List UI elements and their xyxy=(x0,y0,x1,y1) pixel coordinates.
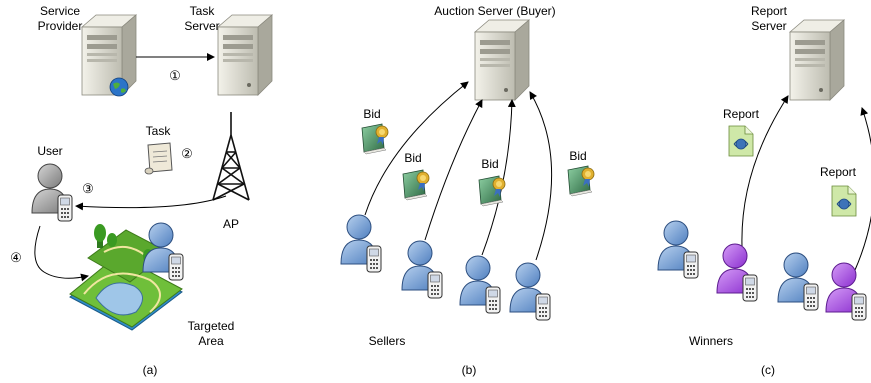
caption-b: (b) xyxy=(462,363,477,377)
arrow-ap-to-user xyxy=(75,195,227,211)
task-server-icon xyxy=(217,14,273,96)
bid-arrow-1 xyxy=(364,81,469,216)
report-label-2: Report xyxy=(820,165,857,179)
seller-icon-4 xyxy=(510,263,550,320)
arrow-user-to-area xyxy=(34,225,89,282)
bid-label-1: Bid xyxy=(363,107,380,121)
report-icon-2 xyxy=(831,185,857,217)
caption-c: (c) xyxy=(761,363,775,377)
report-arrow-1 xyxy=(741,95,789,247)
bid-label-4: Bid xyxy=(569,149,586,163)
bid-icon-1 xyxy=(361,123,389,155)
panel-a: Service Provider Task Server ① AP xyxy=(10,4,273,377)
bid-arrow-2 xyxy=(424,99,483,241)
report-server-label-line2: Server xyxy=(751,19,786,33)
bid-label-2: Bid xyxy=(404,151,421,165)
globe-icon xyxy=(109,77,129,97)
targeted-area-label: Targeted xyxy=(188,319,235,333)
step-4-label: ④ xyxy=(10,250,22,265)
report-label-1: Report xyxy=(723,107,760,121)
bid-icon-2 xyxy=(402,169,430,201)
service-provider-label: Service xyxy=(40,4,80,18)
report-server-label: Report xyxy=(751,4,788,18)
panel-c: Report Server Report Report Winners (c) xyxy=(658,4,871,377)
seller-icon-3 xyxy=(460,256,500,313)
bid-arrow-3 xyxy=(481,99,516,256)
bid-label-3: Bid xyxy=(481,157,498,171)
user-label: User xyxy=(37,144,62,158)
ap-label: AP xyxy=(223,217,239,231)
sellers-label: Sellers xyxy=(369,334,406,348)
seller-icon-2 xyxy=(402,241,442,298)
auction-server-label: Auction Server (Buyer) xyxy=(434,4,555,18)
auction-server-icon xyxy=(474,19,530,101)
winners-label: Winners xyxy=(689,334,733,348)
task-server-label-line2: Server xyxy=(184,19,219,33)
service-provider-label-line2: Provider xyxy=(38,19,83,33)
targeted-area-map-icon xyxy=(69,224,183,331)
targeted-area-label-line2: Area xyxy=(198,334,224,348)
ap-tower-icon xyxy=(212,112,250,201)
winner-purple-icon-2 xyxy=(826,263,866,320)
step-2-label: ② xyxy=(181,146,193,161)
seller-icon-1 xyxy=(341,215,381,272)
winner-purple-icon-1 xyxy=(717,244,757,301)
report-icon-1 xyxy=(728,125,754,157)
panel-b: Auction Server (Buyer) Bid Bid Bid Bid S… xyxy=(341,4,595,377)
bid-arrow-4 xyxy=(529,91,553,261)
report-server-icon xyxy=(789,19,845,101)
step-3-label: ③ xyxy=(82,181,94,196)
report-arrow-2 xyxy=(854,107,871,271)
task-server-label: Task xyxy=(190,4,216,18)
winner-blue-icon-1 xyxy=(658,221,698,278)
task-scroll-icon xyxy=(144,142,173,175)
winner-blue-icon-2 xyxy=(778,253,818,310)
bid-icon-4 xyxy=(567,165,595,197)
task-label: Task xyxy=(146,124,172,138)
user-icon xyxy=(32,164,72,221)
step-1-label: ① xyxy=(169,68,181,83)
caption-a: (a) xyxy=(143,363,158,377)
service-provider-server-icon xyxy=(81,14,137,96)
